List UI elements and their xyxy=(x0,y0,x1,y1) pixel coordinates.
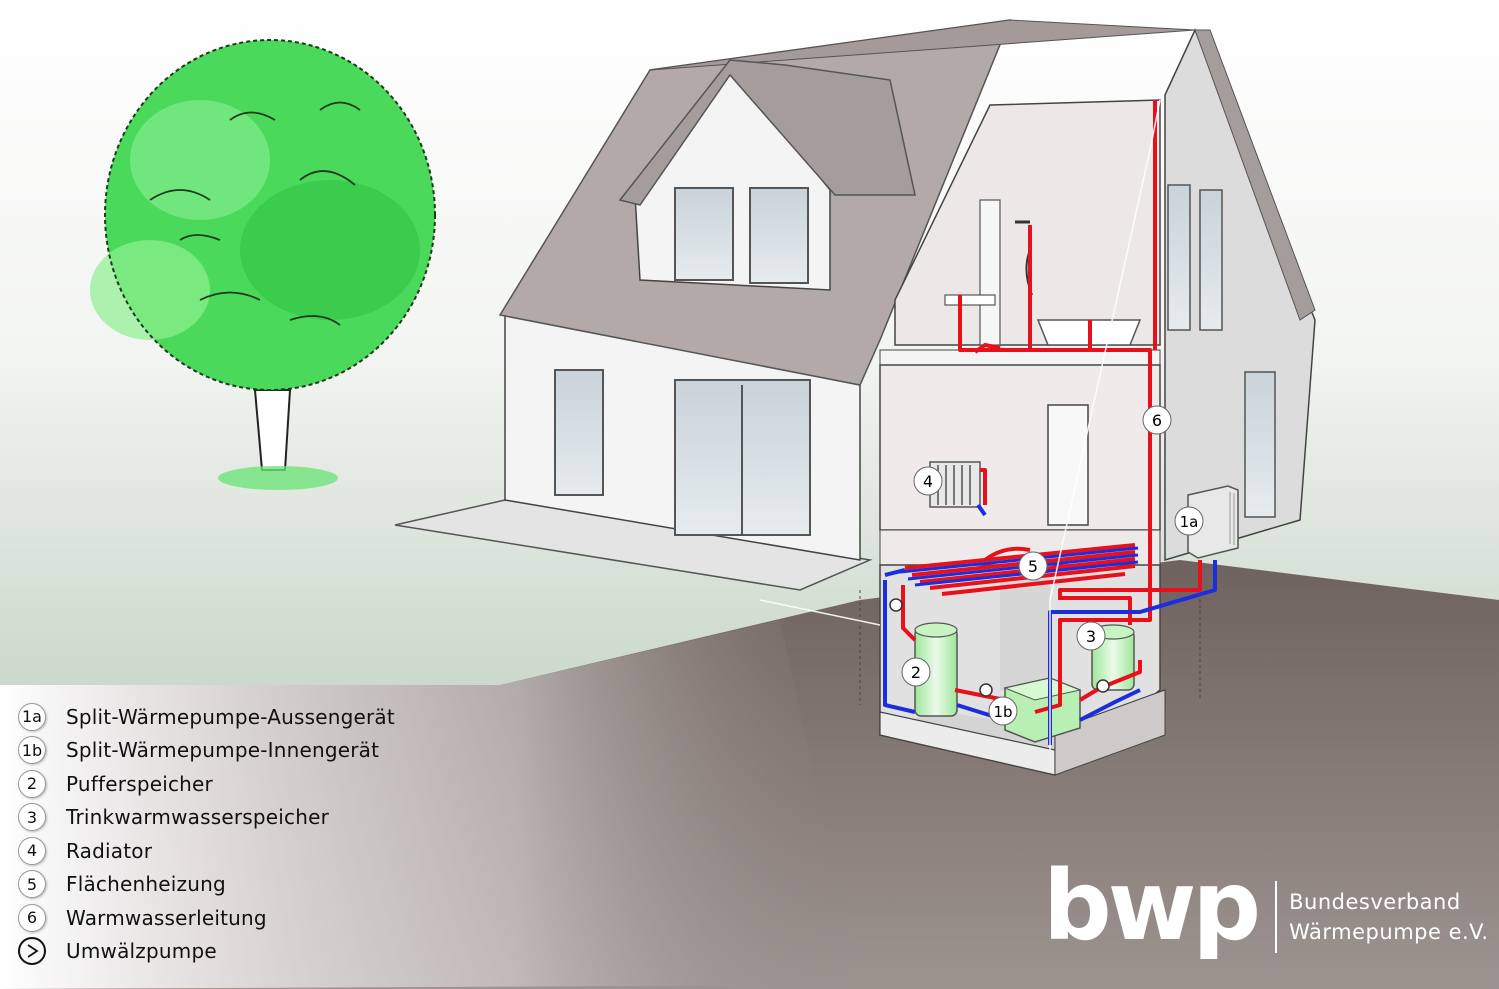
side-window-3 xyxy=(1244,371,1276,518)
legend-label: Warmwasserleitung xyxy=(66,905,267,930)
legend-badge: 3 xyxy=(18,803,46,832)
legend-item: 4 Radiator xyxy=(18,834,498,868)
legend-item: 3 Trinkwarmwasserspeicher xyxy=(18,801,498,835)
legend-label: Pufferspeicher xyxy=(66,771,213,796)
ground-floor-room xyxy=(879,364,1161,531)
dormer-window-right xyxy=(749,187,809,284)
svg-text:3: 3 xyxy=(1086,627,1096,646)
front-window xyxy=(554,369,604,496)
wash-basin xyxy=(944,294,996,306)
pump-symbol-icon xyxy=(18,937,46,966)
dormer-roof xyxy=(618,59,916,206)
legend-label: Trinkwarmwasserspeicher xyxy=(66,805,330,830)
circulation-pump-icon xyxy=(889,598,1110,697)
bwp-logo: bwp Bundesverband Wärmepumpe e.V. xyxy=(1043,858,1489,954)
callout-3: 3 xyxy=(1076,621,1106,651)
legend-item: Umwälzpumpe xyxy=(18,935,498,969)
side-window-1 xyxy=(1167,184,1191,331)
callout-6: 6 xyxy=(1142,405,1172,435)
svg-text:1a: 1a xyxy=(1180,513,1199,531)
legend-label: Umwälzpumpe xyxy=(66,939,217,964)
interior-door xyxy=(1047,404,1089,526)
callout-2: 2 xyxy=(901,657,931,687)
callout-5: 5 xyxy=(1018,551,1048,581)
bwp-wordmark: bwp xyxy=(1043,850,1261,962)
brand-line-1: Bundesverband xyxy=(1289,890,1461,914)
legend-label: Flächenheizung xyxy=(66,872,226,897)
legend-label: Split-Wärmepumpe-Aussengerät xyxy=(66,704,395,729)
brand-name: Bundesverband Wärmepumpe e.V. xyxy=(1289,887,1488,947)
brand-line-2: Wärmepumpe e.V. xyxy=(1289,920,1489,944)
legend-item: 5 Flächenheizung xyxy=(18,868,498,902)
legend-badge: 6 xyxy=(18,903,46,932)
legend-label: Split-Wärmepumpe-Innengerät xyxy=(66,738,380,763)
callout-1b: 1b xyxy=(988,696,1018,726)
svg-text:1b: 1b xyxy=(993,703,1012,721)
legend-item: 1b Split-Wärmepumpe-Innengerät xyxy=(18,734,498,768)
dormer-window-left xyxy=(674,187,734,281)
legend-badge: 4 xyxy=(18,836,46,865)
callout-4: 4 xyxy=(913,466,943,496)
legend-badge: 1a xyxy=(18,702,46,731)
tree-illustration xyxy=(90,39,436,490)
svg-text:2: 2 xyxy=(911,663,921,682)
side-window-2 xyxy=(1199,189,1223,331)
terrace-slab xyxy=(394,499,873,591)
legend-item: 1a Split-Wärmepumpe-Aussengerät xyxy=(18,700,498,734)
legend: 1a Split-Wärmepumpe-Aussengerät 1b Split-Wä… xyxy=(18,700,498,968)
legend-badge: 1b xyxy=(18,736,46,765)
legend-badge: 5 xyxy=(18,870,46,899)
buffer-tank xyxy=(914,622,958,717)
callout-1a: 1a xyxy=(1174,506,1204,536)
outdoor-unit-box xyxy=(1187,485,1239,559)
ground-foreground-light xyxy=(0,620,860,989)
legend-label: Radiator xyxy=(66,838,153,863)
svg-text:6: 6 xyxy=(1152,411,1162,430)
svg-text:5: 5 xyxy=(1028,557,1038,576)
svg-text:4: 4 xyxy=(923,472,933,491)
logo-divider xyxy=(1275,881,1278,953)
legend-item: 6 Warmwasserleitung xyxy=(18,901,498,935)
gable-side-wall xyxy=(1164,28,1316,562)
shower-wall xyxy=(979,199,1001,346)
legend-item: 2 Pufferspeicher xyxy=(18,767,498,801)
legend-badge: 2 xyxy=(18,769,46,798)
